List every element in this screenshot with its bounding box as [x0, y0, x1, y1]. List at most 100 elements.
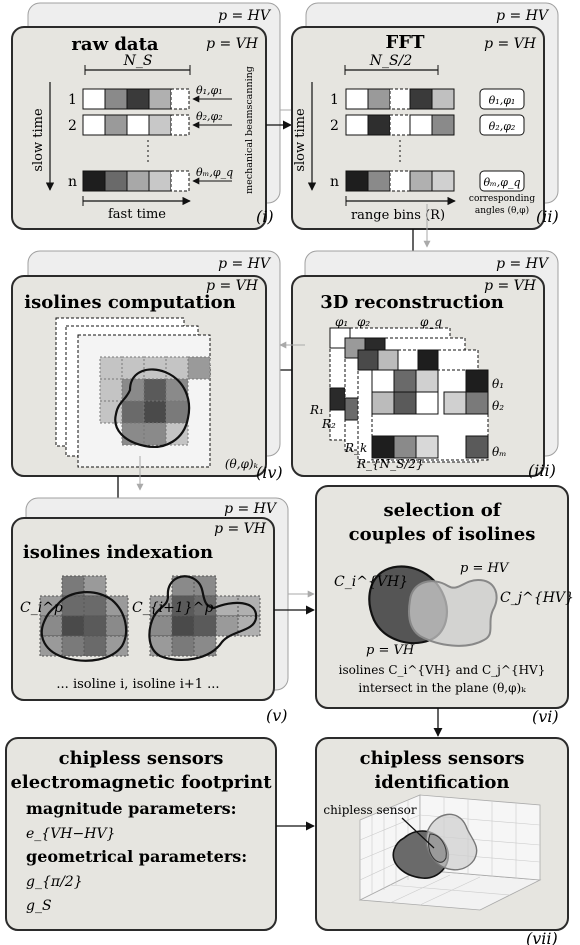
fft-ns-label: N_S/2	[369, 53, 413, 69]
foot-param-g1: g_{π/2}	[26, 874, 83, 890]
panel-footprint: chipless sensors electromagnetic footpri…	[5, 737, 277, 931]
fft-row-n	[345, 170, 455, 192]
sel-caption-1: isolines C_i^{VH} and C_j^{HV}	[339, 663, 546, 677]
raw-row-1	[82, 88, 190, 110]
raw-title: raw data	[71, 34, 158, 55]
recon-theta-m: θₘ	[492, 445, 507, 459]
foot-param-g2: g_S	[26, 898, 52, 914]
iso-plane-label: (θ,φ)ₖ	[225, 457, 259, 471]
iso-title: isolines computation	[24, 292, 236, 313]
ident-sensor-label: chipless sensor	[323, 803, 416, 817]
raw-row-2-label: 2	[68, 118, 77, 134]
fft-range-bins-label: range bins (R)	[351, 208, 445, 223]
sel-label-hv: C_j^{HV}	[500, 590, 574, 606]
sel-title-2: couples of isolines	[349, 524, 536, 545]
ident-title-1: chipless sensors	[360, 748, 525, 769]
iso-pol-back: p = HV	[218, 256, 272, 272]
foot-title-1: chipless sensors	[59, 748, 224, 769]
raw-angle-n: θₘ,φ_q	[196, 166, 233, 179]
iso-pol-front: p = VH	[206, 278, 259, 294]
fft-corr-label-1: corresponding	[469, 194, 535, 204]
fft-pol-front: p = VH	[484, 36, 537, 52]
raw-row-n-label: n	[68, 174, 77, 190]
panel-isolines-indexation: p = HV p = VH isolines indexation	[11, 497, 289, 725]
fft-angle-n: θₘ,φ_q	[483, 176, 520, 189]
fft-slow-time-label: slow time	[293, 108, 308, 172]
idx-caption: ... isoline i, isoline i+1 ...	[56, 677, 219, 692]
iso-index: (iv)	[256, 463, 283, 482]
idx-pol-back: p = HV	[224, 501, 278, 517]
ident-title-2: identification	[374, 772, 509, 793]
fft-title: FFT	[386, 32, 426, 53]
fft-corr-label-2: angles (θ,φ)	[475, 205, 529, 216]
raw-index: (i)	[256, 207, 274, 226]
idx-index: (v)	[266, 706, 288, 725]
raw-angle-2: θ₂,φ₂	[196, 110, 223, 123]
fft-angle-box-2	[479, 114, 525, 136]
raw-row-2	[82, 114, 190, 136]
foot-magnitude-label: magnitude parameters:	[26, 799, 237, 818]
fft-angle-2: θ₂,φ₂	[489, 120, 516, 133]
recon-phi-q: φ_q	[420, 315, 442, 329]
sel-p-vh: p = VH	[366, 643, 415, 658]
fft-index: (ii)	[536, 207, 559, 226]
recon-pol-front: p = VH	[484, 278, 537, 294]
recon-phi-1: φ₁	[335, 315, 348, 329]
sel-index: (vi)	[532, 707, 559, 726]
fft-angle-1: θ₁,φ₁	[489, 94, 516, 107]
idx-isoline-1	[40, 591, 128, 662]
recon-pol-back: p = HV	[496, 256, 550, 272]
ident-sensor-pointer	[401, 817, 435, 849]
recon-index: (iii)	[528, 461, 556, 480]
idx-pol-front: p = VH	[214, 521, 267, 537]
sel-label-vh: C_i^{VH}	[334, 574, 408, 590]
raw-ns-label: N_S	[123, 53, 153, 69]
fft-pol-back: p = HV	[496, 8, 550, 24]
ident-index: (vii)	[526, 929, 558, 945]
recon-range-n: R_{N_S/2}	[356, 457, 424, 471]
fft-row-1-label: 1	[330, 92, 339, 108]
recon-range-1: R₁	[309, 403, 324, 417]
panel-fft: p = HV FFT p = VH N_S/2 slow time 1 2 n	[291, 2, 559, 230]
recon-theta-2: θ₂	[492, 399, 504, 413]
idx-title: isolines indexation	[23, 542, 213, 563]
fft-angle-box-n	[479, 170, 525, 192]
recon-slices	[329, 327, 489, 463]
fft-row-n-label: n	[330, 174, 339, 190]
recon-slice-front	[371, 369, 489, 461]
raw-angle-1: θ₁,φ₁	[196, 84, 223, 97]
recon-range-2: R₂	[321, 417, 336, 431]
raw-row-n	[82, 170, 190, 192]
raw-beamscan-label: mechanical beamscanning	[244, 66, 255, 194]
raw-pol-front: p = VH	[206, 36, 259, 52]
panel-identification: chipless sensors identification	[315, 737, 569, 945]
sel-p-hv: p = HV	[460, 561, 510, 576]
recon-range-k: R_k	[344, 441, 367, 455]
recon-theta-1: θ₁	[492, 377, 504, 391]
panel-isolines-computation: p = HV p = VH isolines computation (θ,φ	[11, 250, 283, 482]
iso-grid	[77, 334, 211, 468]
raw-pol-back: p = HV	[218, 8, 272, 24]
foot-title-2: electromagnetic footprint	[10, 772, 272, 793]
idx-label-c2: C_{i+1}^p	[132, 600, 213, 616]
fft-row-2	[345, 114, 455, 136]
sel-caption-2: intersect in the plane (θ,φ)ₖ	[358, 681, 526, 695]
panel-3d-reconstruction: p = HV p = VH 3D reconstruction	[291, 250, 559, 480]
foot-param-e: e_{VH−HV}	[26, 826, 115, 842]
recon-phi-2: φ₂	[357, 315, 370, 329]
fft-angle-box-1	[479, 88, 525, 110]
raw-fast-time-label: fast time	[108, 207, 166, 222]
fft-row-2-label: 2	[330, 118, 339, 134]
fft-row-1	[345, 88, 455, 110]
panel-selection: selection of couples of isolines C_i^{VH…	[315, 485, 574, 726]
panel-raw-data: p = HV raw data p = VH N_S slow time 1 2…	[11, 2, 281, 230]
idx-label-c1: C_i^p	[20, 600, 63, 616]
sel-isoline-hv	[408, 578, 498, 647]
idx-isoline-2	[148, 575, 258, 662]
raw-row-1-label: 1	[68, 92, 77, 108]
raw-slow-time-label: slow time	[31, 108, 46, 172]
recon-title: 3D reconstruction	[320, 292, 504, 313]
iso-isoline	[114, 368, 191, 448]
foot-geometric-label: geometrical parameters:	[26, 847, 247, 866]
